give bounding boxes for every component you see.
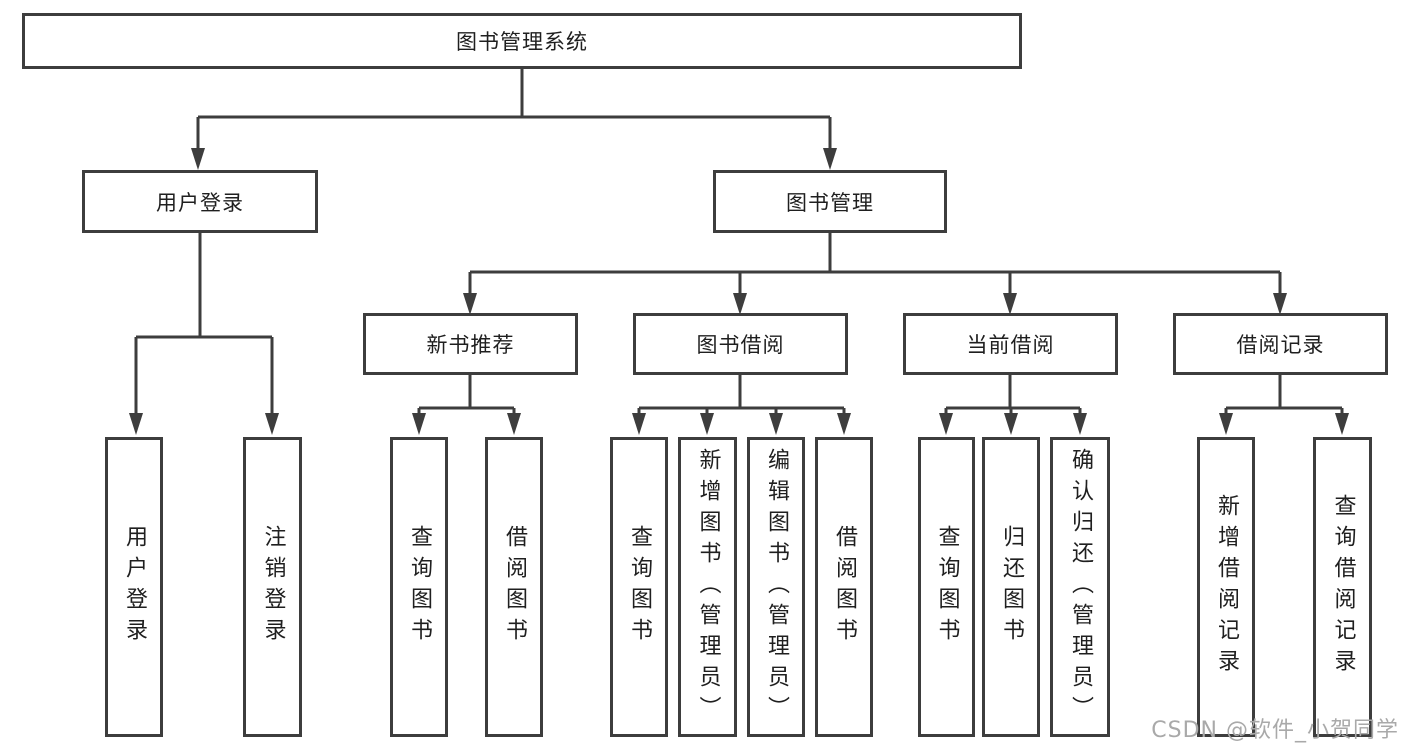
leaf-recommend-borrow-books-label: 借阅图书 <box>502 525 527 649</box>
leaf-records-add-record: 新增借阅记录 <box>1197 437 1255 737</box>
node-borrowing-records: 借阅记录 <box>1173 313 1388 375</box>
node-user-login-label: 用户登录 <box>156 190 244 215</box>
leaf-logout-label: 注销登录 <box>260 525 286 649</box>
node-book-management: 图书管理 <box>713 170 947 233</box>
leaf-borrow-borrow-books-label: 借阅图书 <box>832 525 857 649</box>
node-book-management-label: 图书管理 <box>786 190 874 215</box>
leaf-current-confirm-return-admin: 确认归还（管理员） <box>1050 437 1110 737</box>
leaf-borrow-query-books-label: 查询图书 <box>627 525 652 649</box>
node-book-borrowing-label: 图书借阅 <box>696 333 785 357</box>
node-current-borrowing-label: 当前借阅 <box>966 333 1055 357</box>
node-book-borrowing: 图书借阅 <box>633 313 848 375</box>
leaf-borrow-edit-books-admin-label: 编辑图书（管理员） <box>764 447 789 727</box>
leaf-current-confirm-return-admin-label: 确认归还（管理员） <box>1068 447 1093 727</box>
leaf-records-query-record-label: 查询借阅记录 <box>1330 494 1356 680</box>
leaf-current-return-books-label: 归还图书 <box>999 525 1024 649</box>
leaf-borrow-add-books-admin-label: 新增图书（管理员） <box>695 447 721 727</box>
node-new-book-recommend: 新书推荐 <box>363 313 578 375</box>
leaf-current-return-books: 归还图书 <box>982 437 1040 737</box>
leaf-user-login: 用户登录 <box>105 437 163 737</box>
leaf-borrow-add-books-admin: 新增图书（管理员） <box>678 437 737 737</box>
node-root: 图书管理系统 <box>22 13 1022 69</box>
leaf-records-add-record-label: 新增借阅记录 <box>1214 494 1239 680</box>
leaf-borrow-query-books: 查询图书 <box>610 437 668 737</box>
node-user-login: 用户登录 <box>82 170 318 233</box>
leaf-user-login-label: 用户登录 <box>122 525 147 649</box>
leaf-recommend-borrow-books: 借阅图书 <box>485 437 543 737</box>
leaf-records-query-record: 查询借阅记录 <box>1313 437 1372 737</box>
watermark: CSDN @软件_小贺同学 <box>1151 718 1399 743</box>
node-new-book-recommend-label: 新书推荐 <box>426 333 515 357</box>
leaf-current-query-books: 查询图书 <box>918 437 975 737</box>
leaf-recommend-query-books: 查询图书 <box>390 437 448 737</box>
node-root-label: 图书管理系统 <box>456 30 588 54</box>
node-current-borrowing: 当前借阅 <box>903 313 1118 375</box>
leaf-current-query-books-label: 查询图书 <box>934 525 960 649</box>
leaf-borrow-edit-books-admin: 编辑图书（管理员） <box>747 437 805 737</box>
leaf-recommend-query-books-label: 查询图书 <box>407 525 432 649</box>
node-borrowing-records-label: 借阅记录 <box>1236 333 1325 357</box>
leaf-borrow-borrow-books: 借阅图书 <box>815 437 873 737</box>
leaf-logout: 注销登录 <box>243 437 302 737</box>
